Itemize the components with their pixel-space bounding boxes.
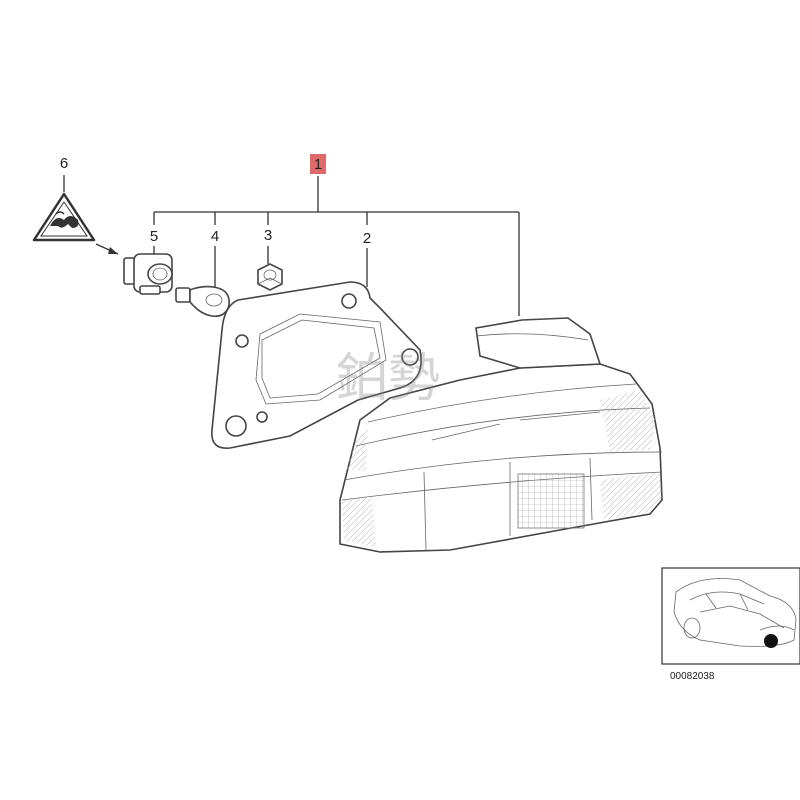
leader-lines	[63, 175, 520, 316]
callout-1-highlight	[310, 154, 326, 174]
callout-6: 6	[60, 155, 68, 172]
reference-number: 00082038	[670, 671, 715, 682]
callout-2: 2	[363, 230, 371, 247]
watermark: 鉑勢	[336, 349, 440, 409]
callout-5: 5	[150, 228, 158, 245]
gasket	[211, 281, 422, 449]
callout-3: 3	[264, 227, 272, 244]
callout-1: 1	[314, 156, 322, 173]
callout-4: 4	[211, 228, 219, 245]
hex-nut	[257, 263, 283, 291]
warning-triangle-icon	[32, 192, 96, 242]
bulb-socket	[123, 253, 173, 295]
car-location-icon	[661, 567, 800, 665]
tail-light-assembly	[339, 317, 663, 553]
bulb	[175, 285, 230, 317]
